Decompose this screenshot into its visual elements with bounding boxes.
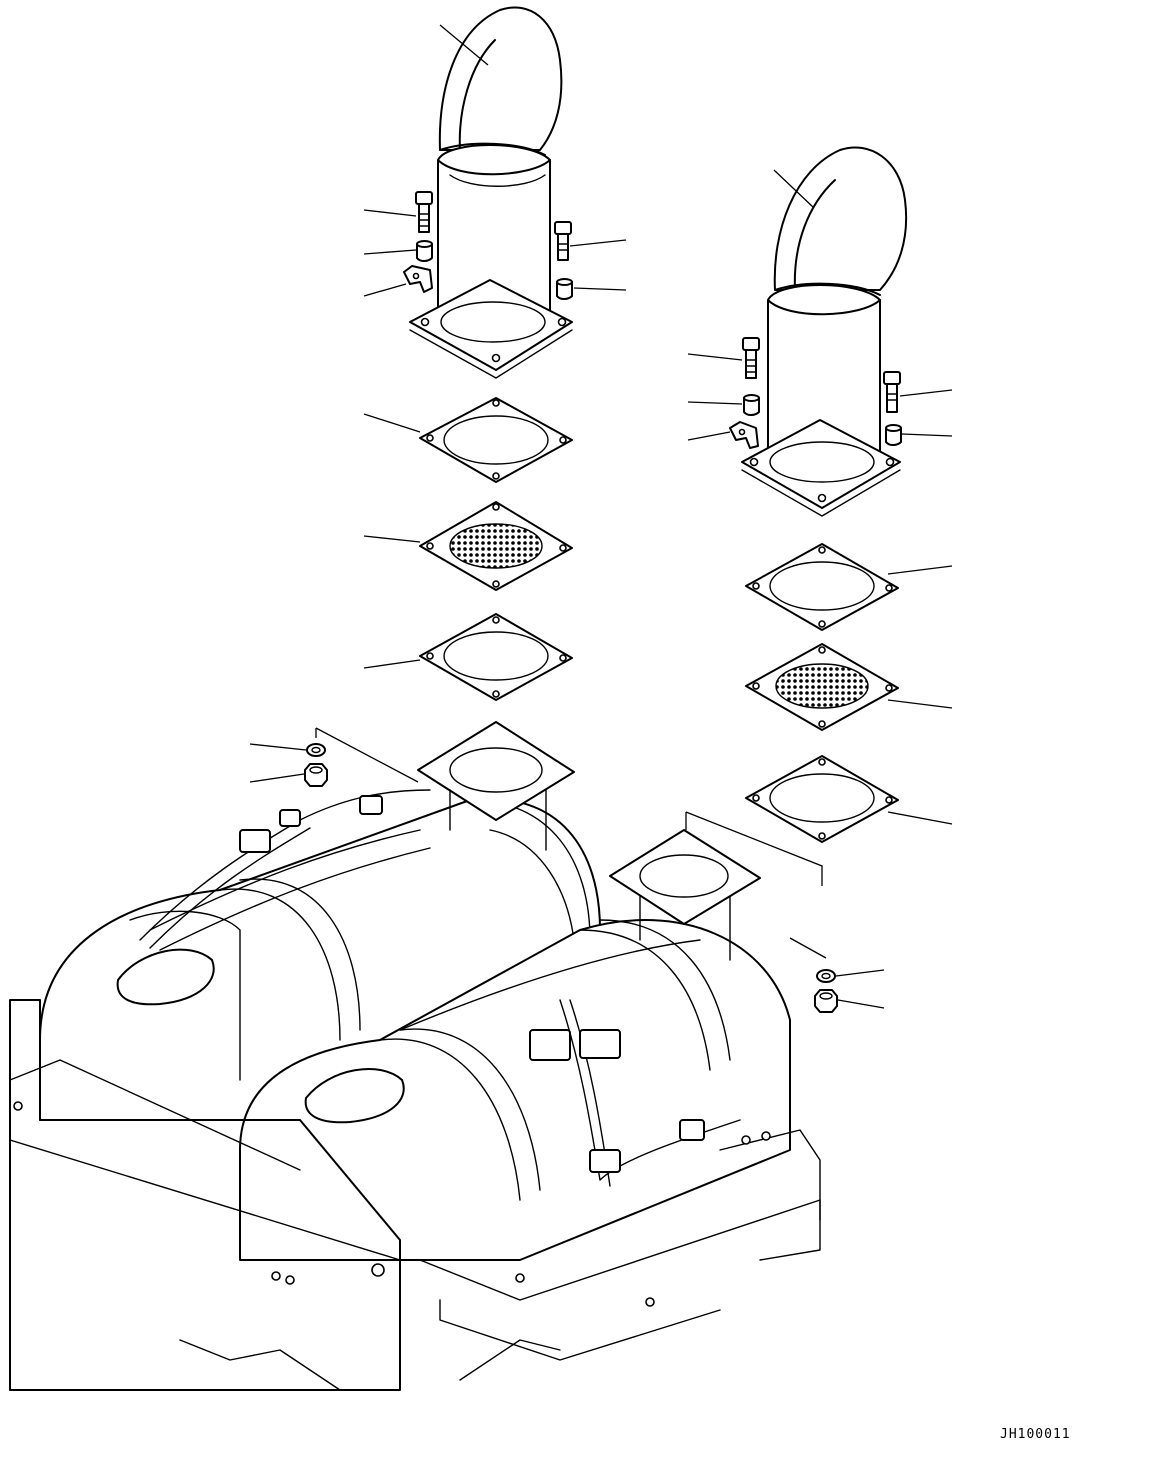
right-gasket-lower [746,756,898,842]
left-gasket-upper [420,398,572,482]
left-exhaust-pipe [438,145,550,335]
right-bolt-a [743,338,759,378]
left-exhaust-elbow [440,7,562,155]
right-spacer-a [744,395,759,415]
assembly-lines [316,728,826,958]
left-pipe-flange [410,280,572,378]
machine-frame [10,1000,820,1390]
right-pipe-flange [742,420,900,516]
sensor-harness [140,790,740,1186]
right-bolt-b [884,372,900,412]
right-gasket-upper [746,544,898,630]
left-gasket-lower [420,614,572,700]
nut-left [305,764,327,786]
washer-right [817,970,835,982]
washer-left [307,744,325,756]
right-muffler-body [240,920,790,1260]
nut-right [815,990,837,1012]
left-spacer-a [417,241,432,261]
left-inlet-flange [418,722,574,850]
right-exhaust-elbow [775,147,906,295]
right-inlet-flange [610,830,760,960]
left-bolt-a [416,192,432,232]
left-bolt-b [555,222,571,260]
drawing-id-label: JH100011 [1000,1427,1071,1442]
leader-lines [250,25,952,1008]
left-mesh-screen [420,502,572,590]
left-spacer-b [557,279,572,299]
right-clamp [730,422,758,448]
right-exhaust-pipe [768,285,880,475]
right-mesh-screen [746,644,898,730]
right-spacer-b [886,425,901,445]
left-clamp [404,266,432,292]
